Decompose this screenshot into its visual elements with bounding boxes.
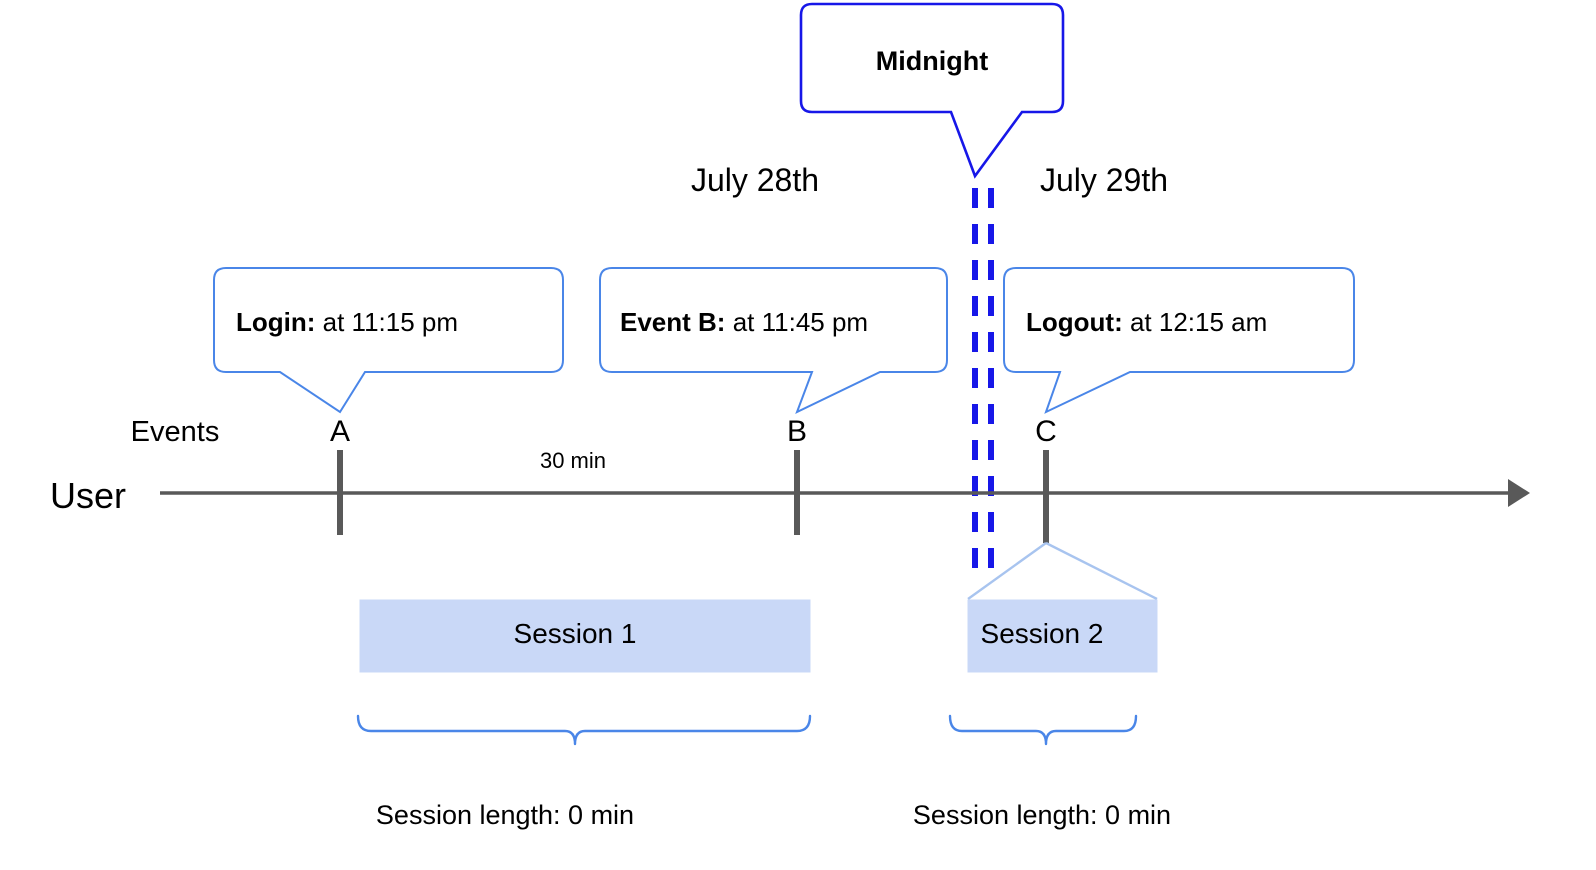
callout-logout: Logout: at 12:15 am bbox=[1003, 267, 1355, 414]
callout-logout-rest: at 12:15 am bbox=[1123, 307, 1268, 337]
session-bar-1: Session 1 bbox=[359, 599, 811, 673]
session-2-brace-path bbox=[948, 714, 1138, 746]
callout-logout-text: Logout: at 12:15 am bbox=[1026, 307, 1267, 337]
session-2-connector-left bbox=[967, 542, 1047, 600]
session-2-length-label: Session length: 0 min bbox=[913, 800, 1171, 830]
callout-event-b: Event B: at 11:45 pm bbox=[599, 267, 948, 414]
session-1-brace bbox=[356, 714, 812, 746]
callout-event-b-bold: Event B: bbox=[620, 307, 725, 337]
date-label-july-28: July 28th bbox=[691, 162, 819, 198]
session-bar-1-rect bbox=[359, 599, 811, 673]
timeline-axis-arrow-icon bbox=[1508, 479, 1530, 507]
duration-label-30-min: 30 min bbox=[540, 448, 606, 473]
session-bar-2-label: Session 2 bbox=[981, 618, 1104, 649]
session-1-length-label: Session length: 0 min bbox=[376, 800, 634, 830]
session-bar-2: Session 2 bbox=[967, 599, 1158, 673]
event-marker-label-b: B bbox=[787, 415, 807, 448]
events-row-label: Events bbox=[131, 416, 220, 448]
midnight-label: Midnight bbox=[876, 46, 988, 76]
callout-login-bubble bbox=[213, 267, 564, 414]
user-row-label: User bbox=[50, 475, 126, 516]
callout-logout-bubble bbox=[1003, 267, 1355, 414]
callout-login-rest: at 11:15 pm bbox=[315, 307, 458, 337]
midnight-callout-bubble bbox=[799, 2, 1065, 179]
event-marker-label-c: C bbox=[1035, 415, 1057, 448]
callout-event-b-text: Event B: at 11:45 pm bbox=[620, 307, 868, 337]
callout-login: Login: at 11:15 pm bbox=[213, 267, 564, 414]
callout-event-b-bubble bbox=[599, 267, 948, 414]
callout-event-b-rest: at 11:45 pm bbox=[725, 307, 868, 337]
session-bar-2-rect bbox=[967, 599, 1158, 673]
event-marker-label-a: A bbox=[330, 415, 350, 448]
session-2-brace bbox=[948, 714, 1138, 746]
event-ticks bbox=[337, 450, 1049, 543]
callout-login-text: Login: at 11:15 pm bbox=[236, 307, 458, 337]
session-1-brace-path bbox=[356, 714, 812, 746]
callout-logout-bold: Logout: bbox=[1026, 307, 1123, 337]
timeline-axis bbox=[160, 479, 1530, 507]
midnight-callout: Midnight bbox=[799, 2, 1065, 179]
session-2-connector-right bbox=[1045, 541, 1158, 601]
midnight-boundary-lines bbox=[972, 188, 994, 578]
session-2-connectors bbox=[967, 541, 1158, 601]
callout-login-bold: Login: bbox=[236, 307, 315, 337]
session-bar-1-label: Session 1 bbox=[514, 618, 637, 649]
date-label-july-29: July 29th bbox=[1040, 162, 1168, 198]
